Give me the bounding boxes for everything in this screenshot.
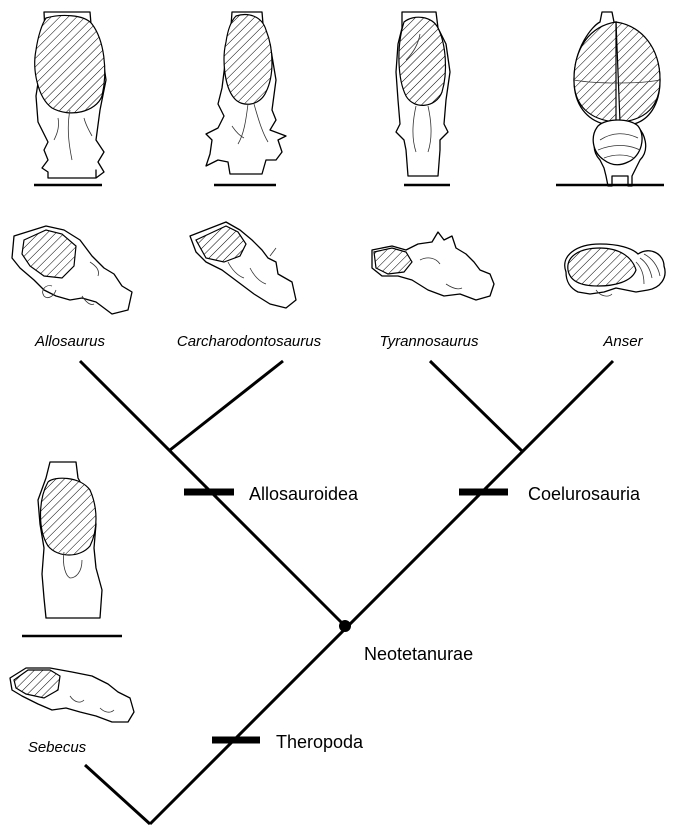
taxon-label-anser: Anser [602, 333, 643, 350]
anser-dorsal-endocast [574, 12, 660, 186]
sebecus-dorsal-endocast [38, 462, 102, 618]
taxon-label-tyrannosaurus: Tyrannosaurus [380, 333, 479, 350]
branch-tyrannosaurus [430, 361, 523, 452]
carcharodontosaurus-dorsal-endocast [206, 12, 286, 174]
taxon-label-allosaurus: Allosaurus [34, 333, 106, 350]
neotetanurae-node [339, 620, 351, 632]
taxon-label-sebecus: Sebecus [28, 739, 87, 756]
branch-anser [150, 361, 613, 824]
tyrannosaurus-dorsal-endocast [396, 12, 450, 176]
clade-label-theropoda: Theropoda [276, 732, 364, 752]
clade-label-neotetanurae: Neotetanurae [364, 644, 473, 664]
branch-carcharodontosaurus [170, 361, 283, 450]
carcharodontosaurus-lateral-endocast [190, 222, 296, 308]
taxon-label-carcharodontosaurus: Carcharodontosaurus [177, 333, 322, 350]
allosaurus-lateral-endocast [12, 226, 132, 314]
clade-label-coelurosauria: Coelurosauria [528, 484, 641, 504]
branch-sebecus [85, 765, 150, 824]
anser-lateral-endocast [565, 244, 665, 296]
allosaurus-dorsal-endocast [35, 12, 106, 178]
tyrannosaurus-lateral-endocast [372, 232, 494, 300]
sebecus-lateral-endocast [10, 668, 134, 722]
clade-label-allosauroidea: Allosauroidea [249, 484, 359, 504]
